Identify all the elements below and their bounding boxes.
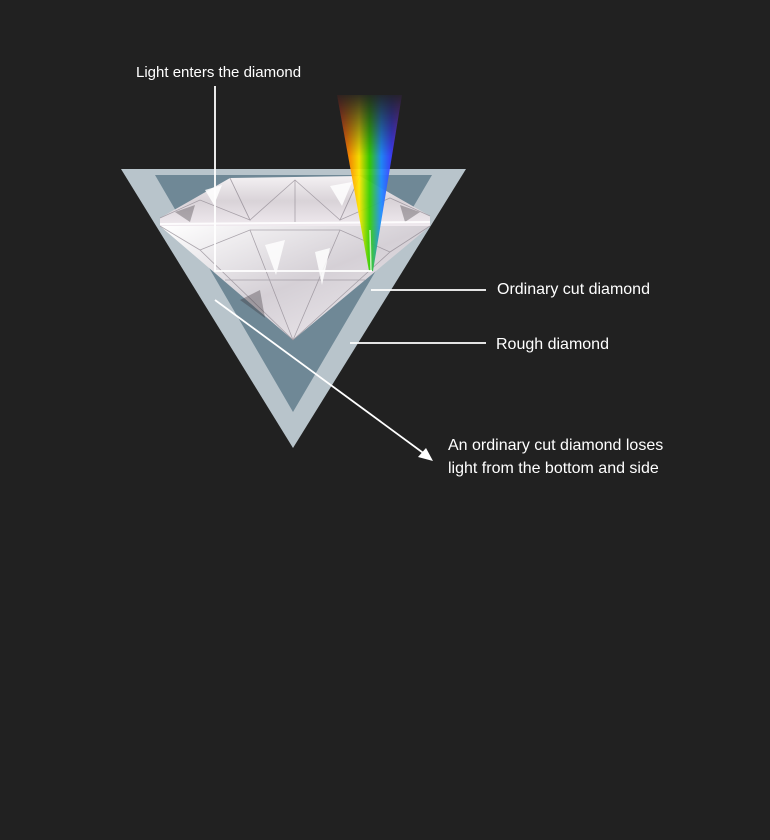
light-loss-line-1: An ordinary cut diamond loses	[448, 437, 664, 454]
loss-arrow-line	[214, 299, 427, 456]
light-path-line	[214, 86, 372, 272]
light-loss-line-2: light from the bottom and side	[448, 460, 659, 478]
rough-diamond-label: Rough diamond	[496, 336, 609, 353]
cut-diamond-image	[159, 175, 431, 342]
rainbow-light-beam	[337, 95, 402, 271]
loss-arrow-head	[418, 448, 433, 461]
ordinary-cut-label: Ordinary cut diamond	[497, 281, 650, 298]
light-enters-label: Light enters the diamond	[136, 64, 302, 81]
light-loss-caption: An ordinary cut diamond loses light from…	[448, 434, 748, 480]
